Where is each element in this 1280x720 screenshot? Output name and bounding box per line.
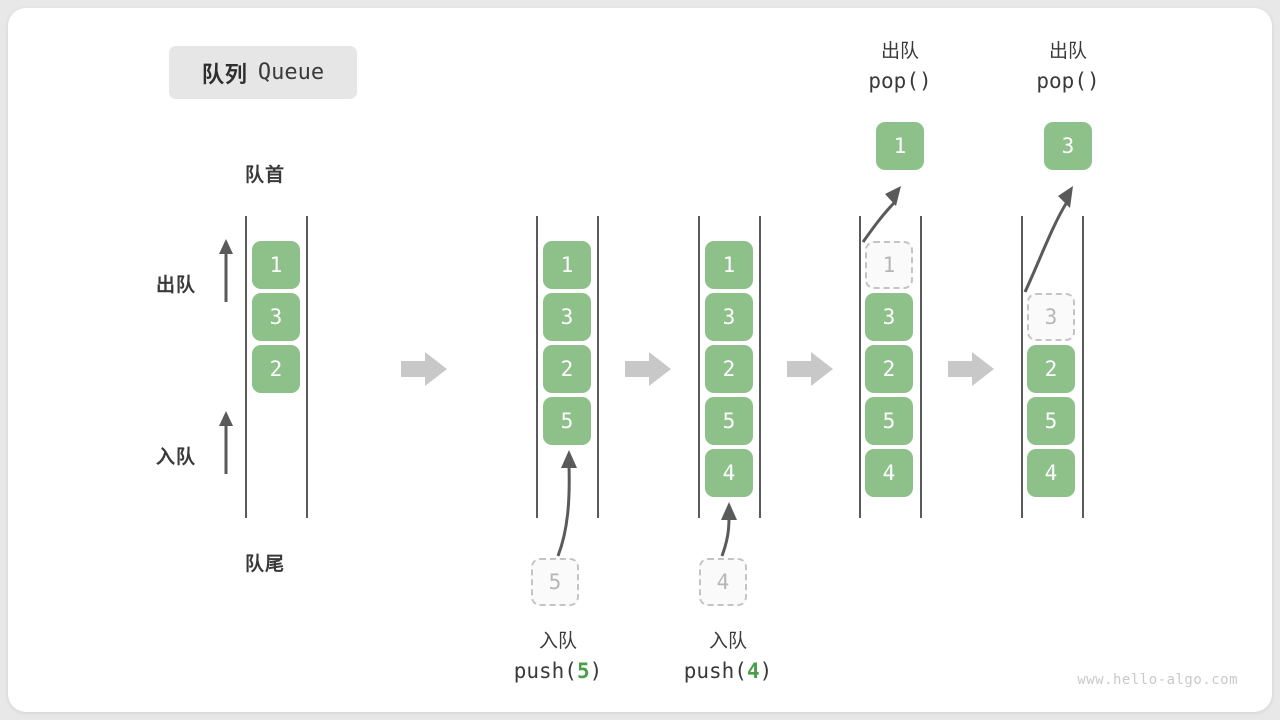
stage-2-caption-arg: 5 bbox=[576, 658, 590, 683]
dequeue-direction-label: 出队 bbox=[156, 275, 197, 296]
stage-3-element-1: 3 bbox=[705, 293, 753, 341]
stage-2-element-3: 5 bbox=[543, 397, 591, 445]
stage-4-pop-arrow-icon bbox=[861, 186, 901, 243]
stage-4-ghost-slot: 1 bbox=[865, 241, 913, 289]
stage-2-element-1: 3 bbox=[543, 293, 591, 341]
stage-3-element-3: 5 bbox=[705, 397, 753, 445]
stage-4-element-3: 4 bbox=[865, 449, 913, 497]
dequeue-direction-arrow-icon bbox=[219, 239, 233, 302]
stage-1-rail-left bbox=[245, 216, 247, 518]
stage-5-caption-cn: 出队 bbox=[1048, 41, 1087, 62]
stage-3-caption: 入队 push(4) bbox=[633, 628, 823, 686]
stage-3-caption-arg: 4 bbox=[746, 658, 760, 683]
stage-1-rail-right bbox=[306, 216, 308, 518]
stage-4-caption: 出队 pop() bbox=[808, 38, 992, 96]
stage-2-caption-code: push(5) bbox=[513, 658, 603, 683]
stage-4-caption-code: pop() bbox=[868, 68, 932, 93]
stage-2-incoming-ghost: 5 bbox=[531, 558, 579, 606]
stage-3-caption-code: push(4) bbox=[683, 658, 773, 683]
diagram-title-badge: 队列 Queue bbox=[169, 46, 357, 99]
queue-tail-label: 队尾 bbox=[245, 554, 286, 575]
stage-5-element-2: 4 bbox=[1027, 449, 1075, 497]
stage-1-element-2: 2 bbox=[252, 345, 300, 393]
stage-3-element-4: 4 bbox=[705, 449, 753, 497]
stage-5-caption: 出队 pop() bbox=[976, 38, 1160, 96]
flow-arrow-3-icon bbox=[787, 352, 833, 386]
stage-2-caption-cn: 入队 bbox=[538, 631, 577, 652]
stage-5-element-0: 2 bbox=[1027, 345, 1075, 393]
stage-3-rail-right bbox=[759, 216, 761, 518]
stage-5-element-1: 5 bbox=[1027, 397, 1075, 445]
stage-2-rail-left bbox=[536, 216, 538, 518]
stage-1-element-1: 3 bbox=[252, 293, 300, 341]
stage-2-element-2: 2 bbox=[543, 345, 591, 393]
stage-3-push-arrow-icon bbox=[720, 502, 737, 557]
diagram-canvas: 队列 Queue 队首 队尾 出队 入队 1 3 2 1 3 2 5 5 入队 … bbox=[8, 8, 1272, 712]
title-chinese: 队列 bbox=[201, 61, 248, 87]
stage-2-element-0: 1 bbox=[543, 241, 591, 289]
stage-5-rail-left bbox=[1021, 216, 1023, 518]
stage-3-element-2: 2 bbox=[705, 345, 753, 393]
stage-2-push-arrow-icon bbox=[556, 450, 577, 557]
stage-3-incoming-ghost: 4 bbox=[699, 558, 747, 606]
stage-2-caption: 入队 push(5) bbox=[463, 628, 653, 686]
stage-3-element-0: 1 bbox=[705, 241, 753, 289]
stage-5-rail-right bbox=[1082, 216, 1084, 518]
stage-5-popped-element: 3 bbox=[1044, 122, 1092, 170]
stage-5-ghost-slot: 3 bbox=[1027, 293, 1075, 341]
watermark: www.hello-algo.com bbox=[1077, 672, 1238, 688]
stage-4-element-0: 3 bbox=[865, 293, 913, 341]
stage-4-element-2: 5 bbox=[865, 397, 913, 445]
flow-arrow-1-icon bbox=[401, 352, 447, 386]
stage-3-caption-cn: 入队 bbox=[708, 631, 747, 652]
stage-5-pop-arrow-icon bbox=[1023, 186, 1073, 293]
flow-arrow-4-icon bbox=[948, 352, 994, 386]
stage-4-caption-cn: 出队 bbox=[880, 41, 919, 62]
enqueue-direction-arrow-icon bbox=[219, 411, 233, 474]
stage-4-rail-left bbox=[859, 216, 861, 518]
stage-5-caption-code: pop() bbox=[1036, 68, 1100, 93]
stage-3-rail-left bbox=[698, 216, 700, 518]
stage-4-rail-right bbox=[920, 216, 922, 518]
stage-4-element-1: 2 bbox=[865, 345, 913, 393]
title-english: Queue bbox=[257, 60, 325, 85]
stage-2-rail-right bbox=[597, 216, 599, 518]
enqueue-direction-label: 入队 bbox=[156, 447, 197, 468]
stage-1-element-0: 1 bbox=[252, 241, 300, 289]
queue-head-label: 队首 bbox=[245, 165, 286, 186]
stage-4-popped-element: 1 bbox=[876, 122, 924, 170]
flow-arrow-2-icon bbox=[625, 352, 671, 386]
